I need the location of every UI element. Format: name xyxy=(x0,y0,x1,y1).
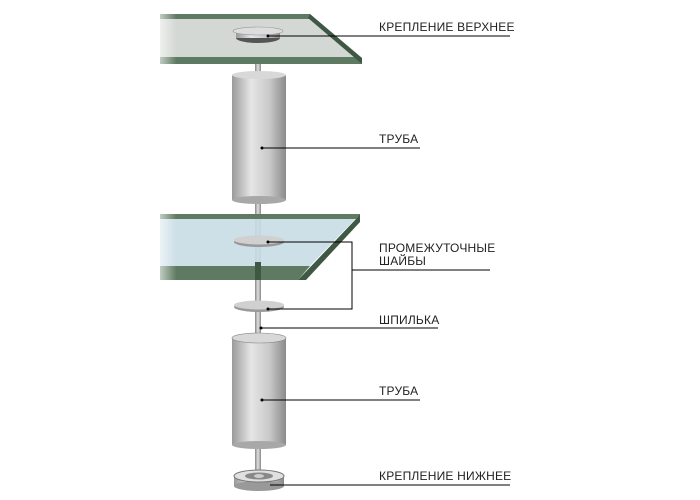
label-stud: ШПИЛЬКА xyxy=(379,313,440,327)
label-bottom-mount: КРЕПЛЕНИЕ НИЖНЕЕ xyxy=(379,469,512,483)
label-lower-tube: ТРУБА xyxy=(379,384,419,398)
label-top-mount: КРЕПЛЕНИЕ ВЕРХНЕЕ xyxy=(379,20,515,34)
top-glass-shelf xyxy=(150,10,370,70)
upper-tube xyxy=(232,71,286,204)
leader-dots xyxy=(259,34,270,402)
lower-tube xyxy=(231,332,287,449)
label-washers-line2: ШАЙБЫ xyxy=(379,254,427,268)
top-mount xyxy=(232,26,284,43)
washer-lower xyxy=(234,300,284,312)
bottom-mount xyxy=(233,469,285,491)
leader-lines xyxy=(261,35,510,486)
label-upper-tube: ТРУБА xyxy=(379,132,419,146)
washer-upper xyxy=(234,235,284,247)
label-washers-line1: ПРОМЕЖУТОЧНЫЕ xyxy=(379,241,496,255)
